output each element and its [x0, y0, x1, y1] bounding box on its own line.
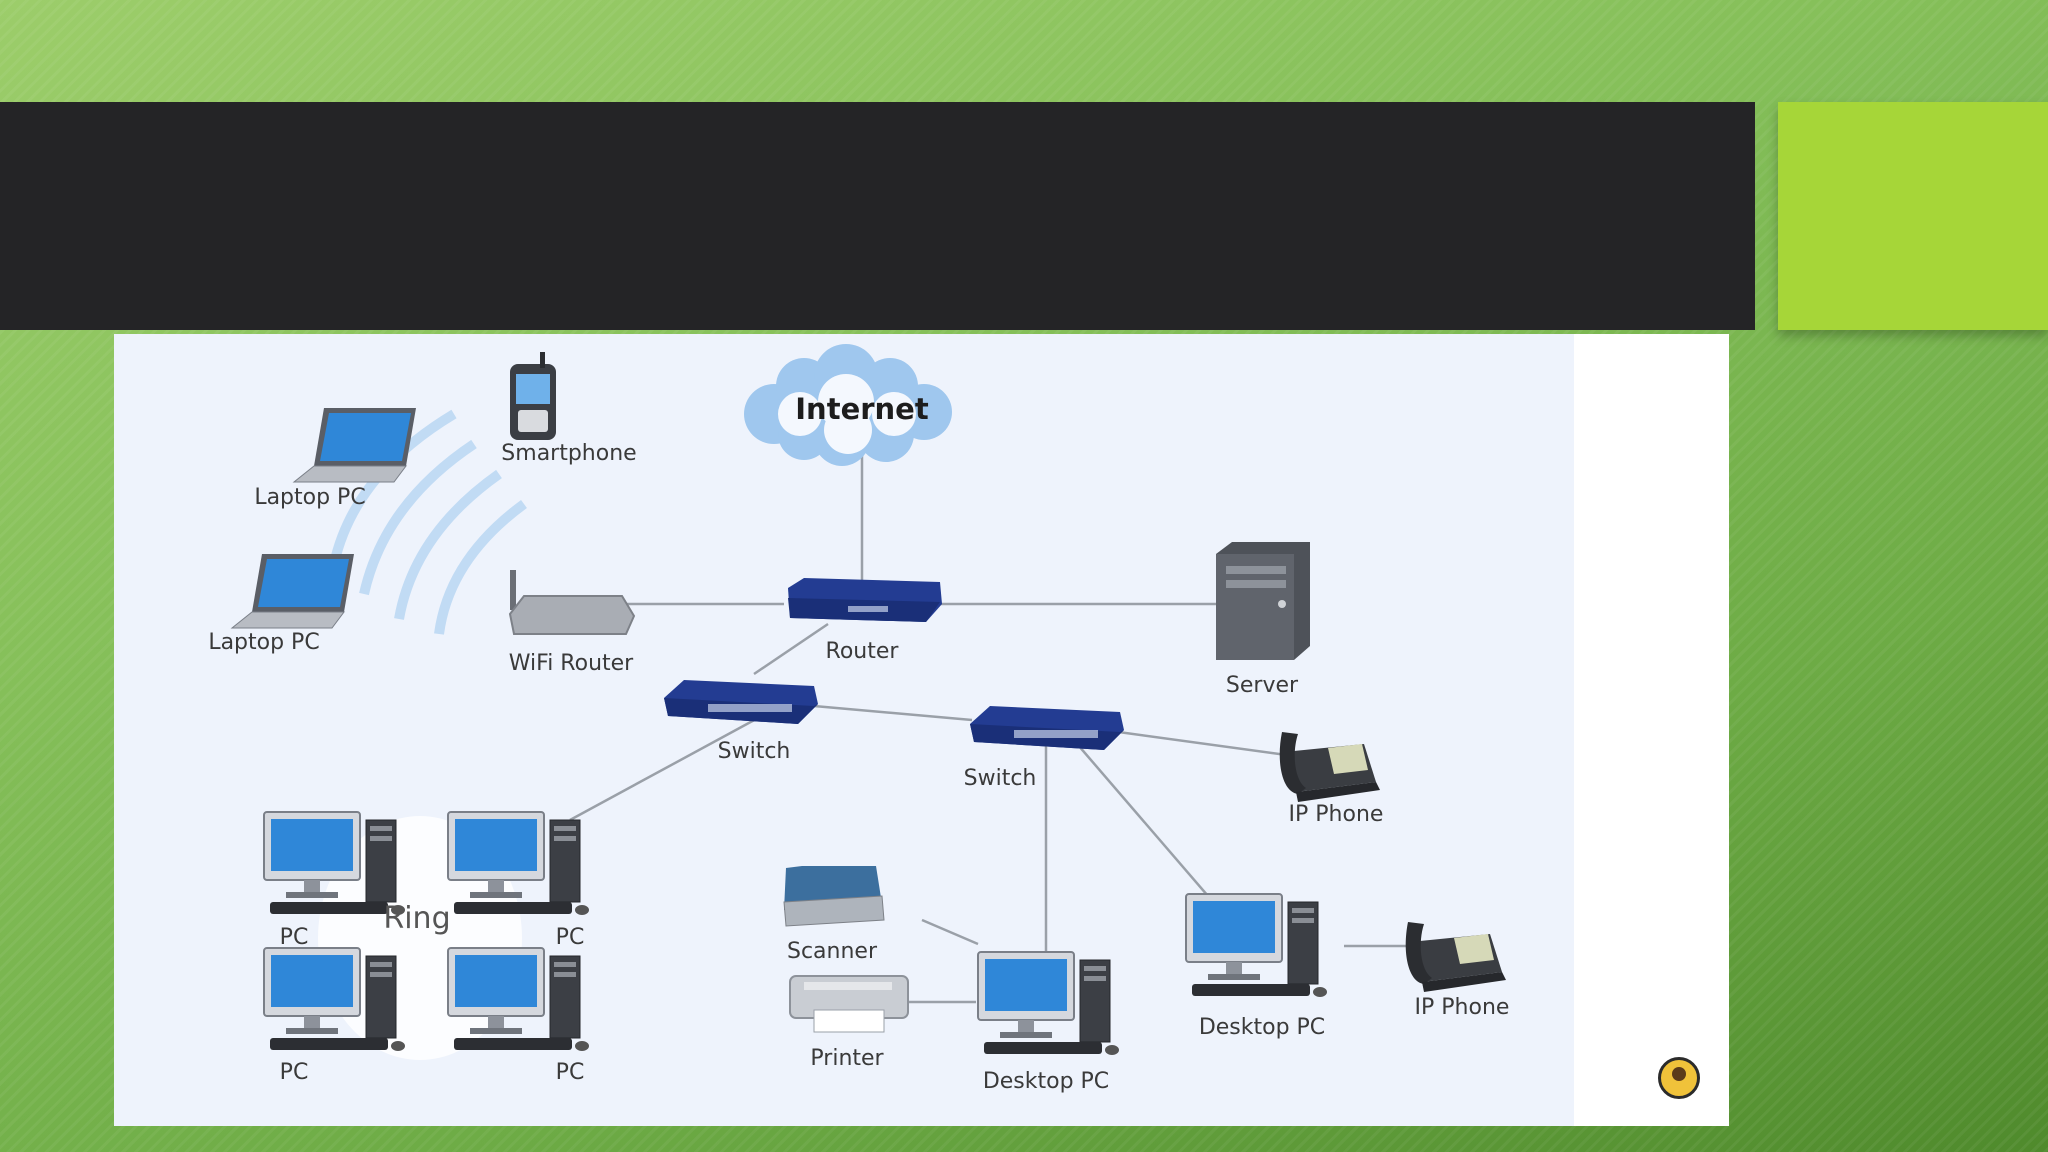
- ip-phone-icon: [1405, 922, 1506, 992]
- internet-label: Internet: [795, 392, 929, 426]
- desktop-center-label: Desktop PC: [983, 1069, 1109, 1094]
- switch-icon: [970, 706, 1124, 750]
- switch-icon: [664, 680, 818, 724]
- ring-label: Ring: [383, 901, 450, 936]
- router-label: Router: [826, 639, 900, 664]
- printer-icon: [789, 975, 909, 1033]
- pc-bottom-right-label: PC: [556, 1060, 585, 1085]
- laptop-top-label: Laptop PC: [254, 485, 365, 510]
- wifi-router-label: WiFi Router: [509, 651, 634, 676]
- router-icon: [788, 578, 942, 622]
- scanner-icon: [783, 866, 885, 927]
- ip-phone-right-label: IP Phone: [1415, 995, 1510, 1020]
- pc-top-left-label: PC: [280, 925, 309, 950]
- scanner-label: Scanner: [787, 939, 878, 964]
- switch-right-label: Switch: [964, 766, 1037, 791]
- wifi-router-icon: [508, 570, 636, 635]
- ip-phone-top-label: IP Phone: [1289, 802, 1384, 827]
- desktop-pc-icon: [1185, 893, 1328, 998]
- smartphone-label: Smartphone: [501, 441, 636, 466]
- network-diagram: Internet Smartphone Laptop PC Laptop PC …: [114, 334, 1574, 1126]
- internet-cloud: [744, 344, 952, 466]
- avatar-badge-icon: [1658, 1057, 1700, 1099]
- desktop-pc-icon: [977, 951, 1120, 1056]
- wireless-signal: [329, 409, 527, 635]
- accent-block: [1778, 102, 2048, 330]
- pc-bottom-left-label: PC: [280, 1060, 309, 1085]
- network-links: [569, 454, 1420, 1004]
- title-bar: [0, 102, 1755, 330]
- desktop-right-label: Desktop PC: [1199, 1015, 1325, 1040]
- ip-phone-icon: [1279, 732, 1380, 802]
- smartphone-icon: [510, 352, 556, 440]
- server-label: Server: [1226, 673, 1299, 698]
- server-icon: [1216, 542, 1310, 660]
- pc-top-right-label: PC: [556, 925, 585, 950]
- laptop-icon: [293, 407, 417, 483]
- laptop-bottom-label: Laptop PC: [208, 630, 319, 655]
- laptop-icon: [231, 553, 355, 629]
- pc-icon: [263, 947, 406, 1052]
- slide-content: Internet Smartphone Laptop PC Laptop PC …: [114, 334, 1729, 1126]
- switch-left-label: Switch: [718, 739, 791, 764]
- printer-label: Printer: [810, 1046, 884, 1071]
